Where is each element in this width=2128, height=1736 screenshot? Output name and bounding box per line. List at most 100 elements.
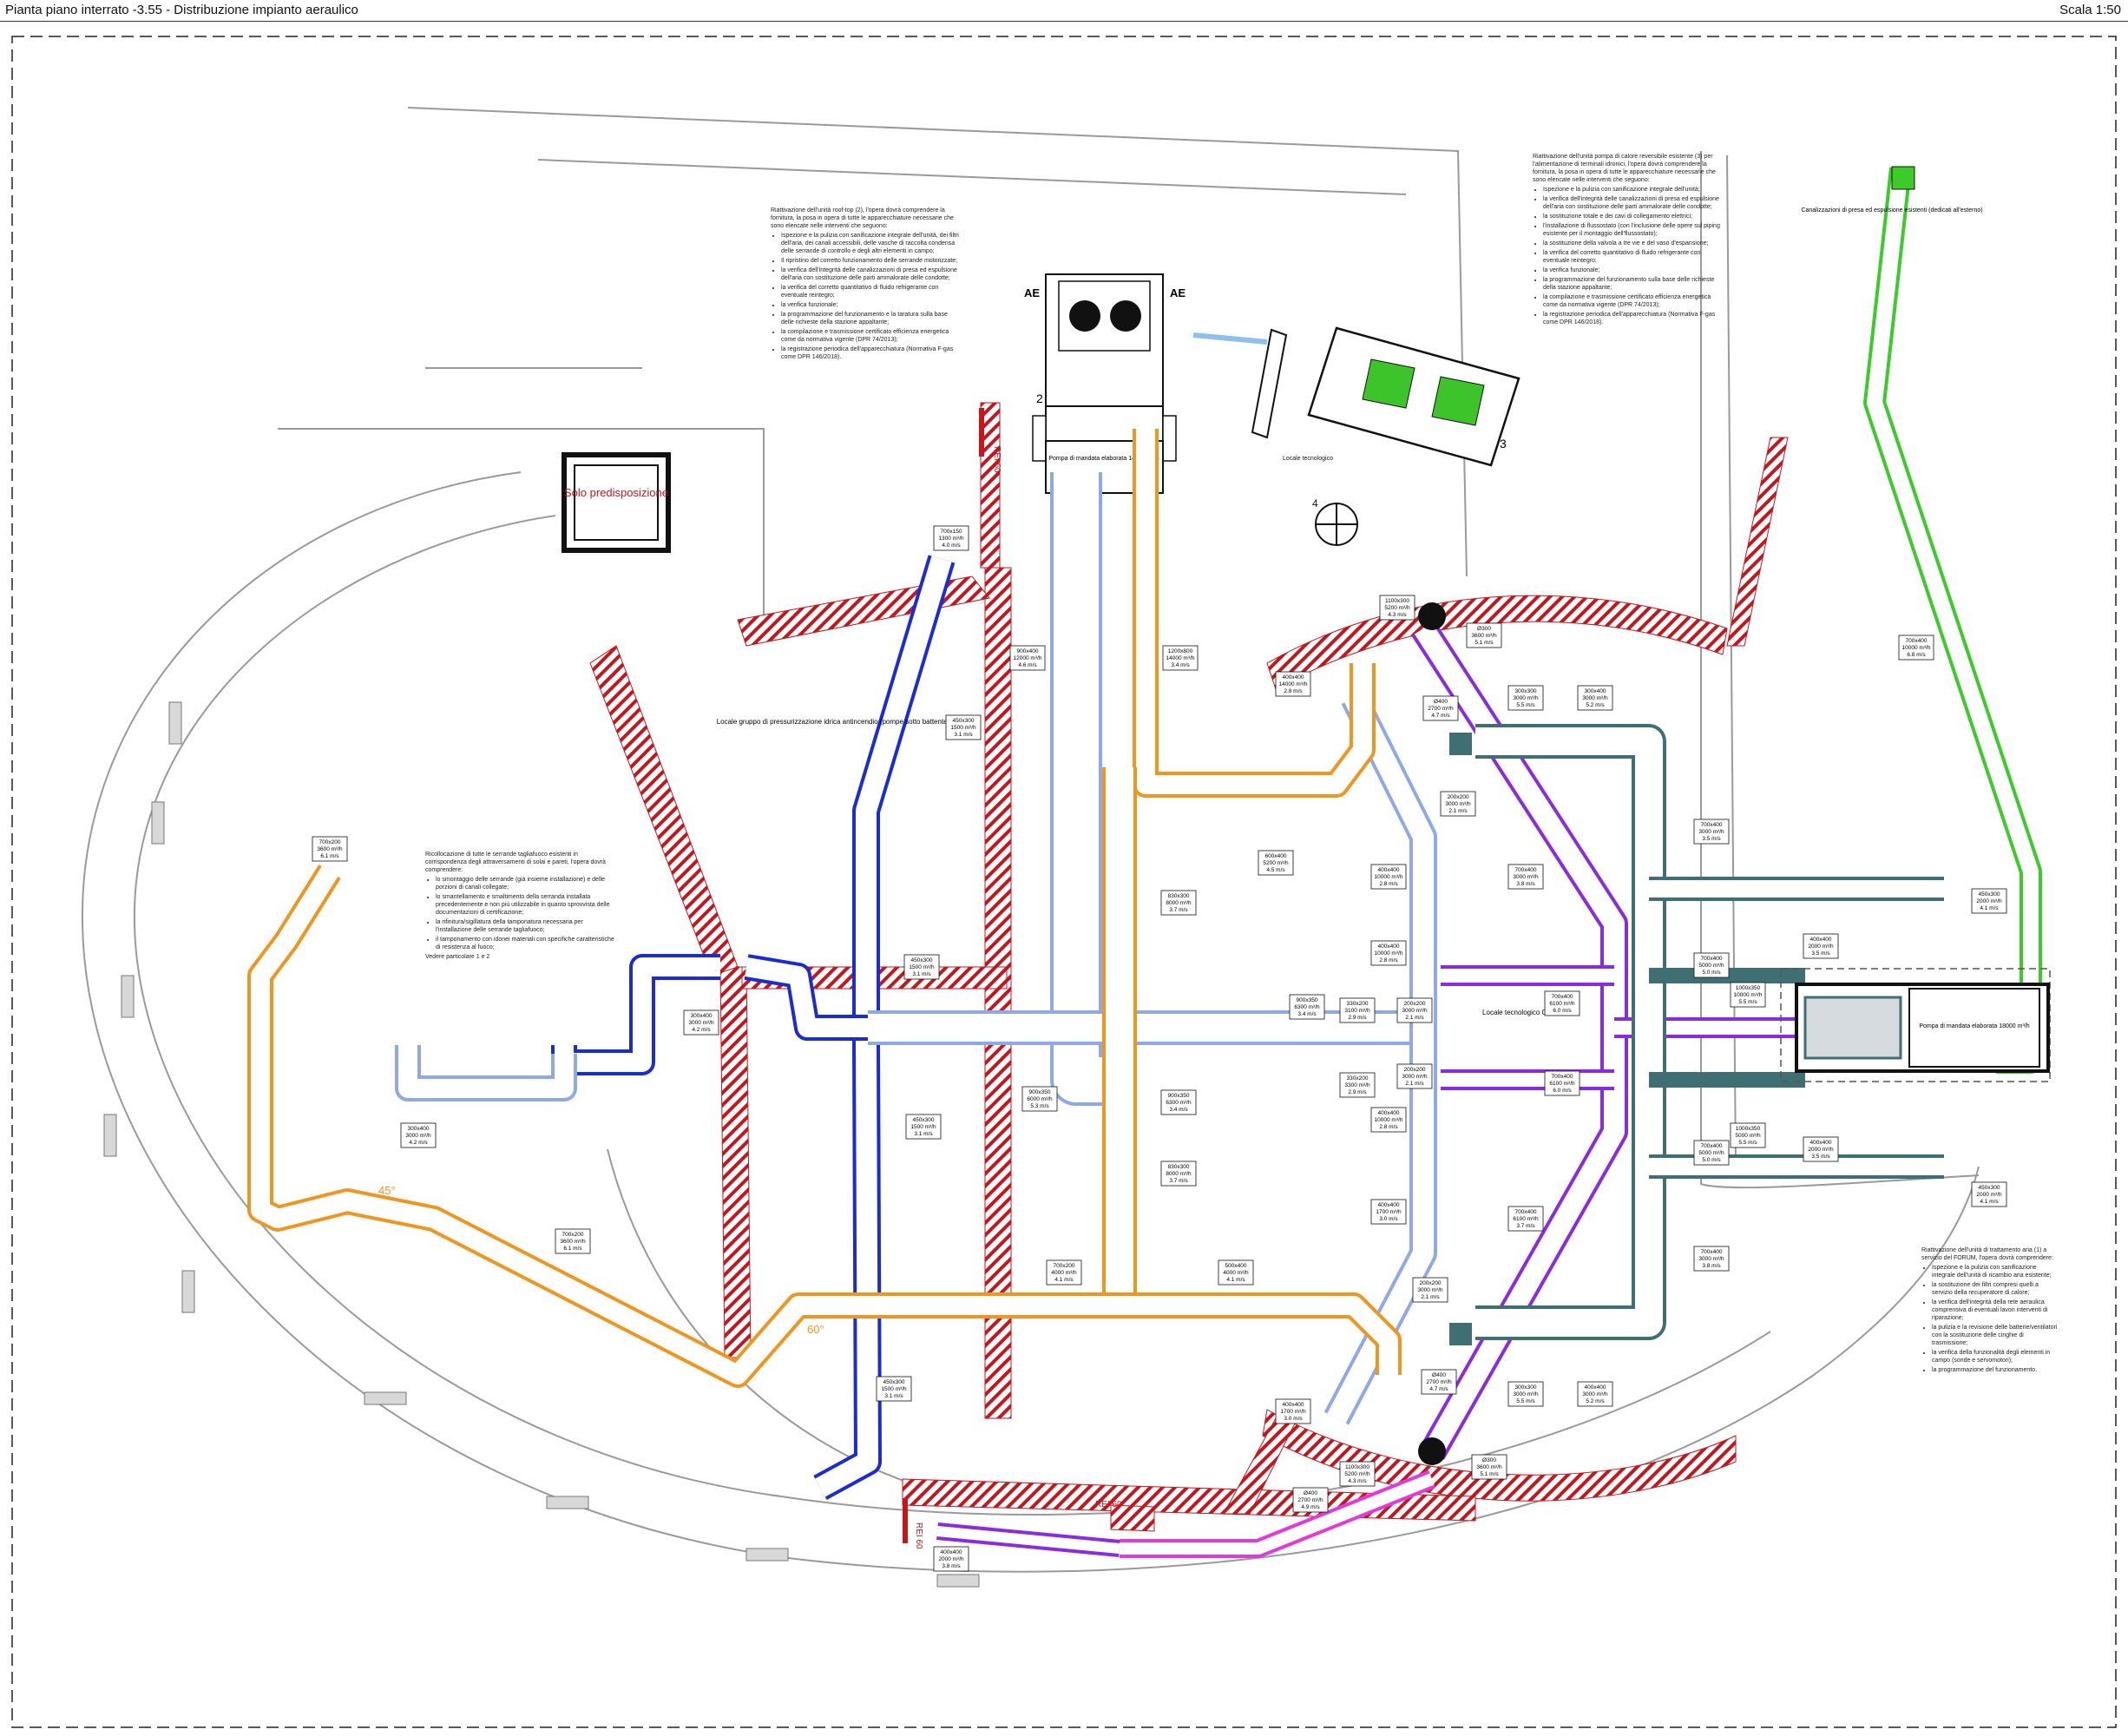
duct-teal[interactable]	[1475, 724, 1944, 1340]
duct-label-line: 1500 m³/h	[909, 964, 935, 970]
unit-number-2: 2	[1036, 391, 1043, 405]
duct-label-line: 5.5 m/s	[1738, 1140, 1757, 1146]
duct-label-box	[1160, 1089, 1197, 1115]
duct-label-box	[1421, 1369, 1457, 1395]
duct-label-line: 450x300	[953, 718, 975, 724]
duct-label-line: Ø400	[1434, 699, 1448, 705]
duct-label-line: 2.8 m/s	[1379, 881, 1398, 887]
duct-label-line: 8000 m³/h	[1166, 1171, 1192, 1177]
duct-label-line: 4.1 m/s	[1980, 905, 1999, 911]
duct-blue[interactable]	[551, 555, 956, 1501]
duct-label-box	[1412, 1277, 1448, 1303]
rei-label-1: REI 60	[992, 446, 1002, 473]
duct-label-line: 6.0 m/s	[1553, 1088, 1572, 1094]
note-ahu-list: Ispezione e la pulizia con sanificazione…	[1921, 1264, 2060, 1374]
duct-label-box	[1730, 982, 1766, 1008]
duct-label-line: 3000 m³/h	[1402, 1008, 1428, 1014]
duct-green[interactable]	[1863, 166, 2042, 1074]
duct-label-line: 700x400	[1515, 1209, 1537, 1215]
note-ahu-intro: Riattivazione dell'unità di trattamento …	[1921, 1247, 2053, 1261]
note-rooftop-intro: Riattivazione dell'unità roof-top (2), l…	[771, 207, 954, 229]
duct-label-line: 3600 m³/h	[1471, 633, 1497, 639]
duct-label-line: 5.5 m/s	[1516, 702, 1535, 708]
duct-label-line: 1700 m³/h	[1376, 1209, 1402, 1215]
duct-label-line: 4.1 m/s	[1054, 1277, 1074, 1283]
duct-label-box	[1275, 1398, 1311, 1424]
duct-label-line: 1000x350	[1736, 1126, 1761, 1132]
duct-label-box	[1471, 1454, 1507, 1480]
duct-label-line: 3000 m³/h	[405, 1133, 431, 1139]
duct-label-line: 700x400	[1701, 822, 1723, 828]
duct-label-line: 700x400	[1701, 1249, 1723, 1255]
duct-label-box	[1021, 1086, 1058, 1112]
note-ahu: Riattivazione dell'unità di trattamento …	[1921, 1246, 2060, 1376]
duct-label-line: 4000 m³/h	[1223, 1270, 1249, 1276]
duct-label-line: 3000 m³/h	[1513, 874, 1539, 880]
duct-label-line: 1100x300	[1345, 1464, 1369, 1470]
duct-label-box	[1898, 635, 1934, 661]
note-fire-dampers-intro: Ricollocazione di tutte le serrande tagl…	[425, 852, 606, 873]
note-item: la compilazione e trasmissione certifica…	[1543, 293, 1724, 309]
duct-label-line: 2.1 m/s	[1421, 1294, 1440, 1300]
duct-label-box	[933, 525, 969, 551]
duct-label-line: 900x400	[1017, 648, 1039, 654]
duct-label-box	[1693, 952, 1730, 978]
duct-label-line: 400x400	[1378, 1110, 1400, 1116]
duct-label-line: 10000 m³/h	[1375, 1117, 1403, 1123]
duct-label-line: 2.8 m/s	[1284, 688, 1303, 694]
duct-label-box	[1339, 997, 1376, 1023]
duct-label-line: 1100x300	[1385, 598, 1409, 604]
duct-label-box	[1396, 1063, 1433, 1089]
note-item: lo smantellamento e smaltimento della se…	[436, 893, 614, 917]
note-item: la compilazione e trasmissione certifica…	[781, 328, 960, 344]
locale-tecnologico-label: Locale tecnologico	[1283, 456, 1333, 462]
duct-label-line: 3000 m³/h	[688, 1020, 714, 1026]
duct-label-line: 5.5 m/s	[1516, 1398, 1535, 1404]
duct-magenta[interactable]	[1120, 1470, 1436, 1558]
note-item: la verifica del corretto quantitativo di…	[781, 284, 960, 299]
duct-purple[interactable]	[936, 621, 1805, 1557]
duct-label-line: 3000 m³/h	[1582, 695, 1608, 701]
duct-label-line: Ø400	[1304, 1490, 1317, 1496]
duct-label-line: 6300 m³/h	[1166, 1100, 1192, 1106]
duct-label-line: 4.7 m/s	[1431, 713, 1450, 719]
ahu-cta[interactable]: Pompa di mandata elaborata 18000 m³/h	[1780, 968, 2051, 1082]
duct-label-line: 400x400	[941, 1549, 962, 1555]
duct-label-box	[1803, 1136, 1839, 1162]
sheet-frame	[11, 36, 2117, 1728]
solo-predisposizione-room: Solo predisposizione	[562, 452, 671, 553]
duct-label-line: 400x400	[1378, 867, 1400, 873]
duct-label-line: 2.8 m/s	[1379, 957, 1398, 963]
duct-label-line: 5200 m³/h	[1384, 605, 1410, 611]
room-cta: Locale tecnologico CTA	[1482, 1009, 1556, 1016]
duct-label-line: 700x400	[1701, 1143, 1723, 1149]
duct-label-box	[1507, 1206, 1544, 1232]
duct-label-line: 2700 m³/h	[1428, 706, 1454, 712]
duct-orange[interactable]: 45° 60°	[247, 429, 1402, 1388]
duct-label-line: 5000 m³/h	[1698, 1150, 1724, 1156]
heat-pump-unit[interactable]: 3	[1307, 326, 1520, 467]
roof-top-unit[interactable]: AE AE 2 Pompa di mandata elaborata 14000…	[1024, 273, 1186, 494]
duct-label-line: 5.1 m/s	[1474, 640, 1494, 646]
duct-label-line: 2.1 m/s	[1405, 1081, 1424, 1087]
floor-plan[interactable]: Solo predisposizione AE AE 2 Pompa di ma…	[0, 21, 2128, 1736]
duct-label-line: 3100 m³/h	[1344, 1008, 1370, 1014]
note-item: Il ripristino del corretto funzionamento…	[781, 257, 960, 265]
note-fire-dampers-list: lo smontaggio delle serrande (già insiem…	[425, 876, 614, 951]
